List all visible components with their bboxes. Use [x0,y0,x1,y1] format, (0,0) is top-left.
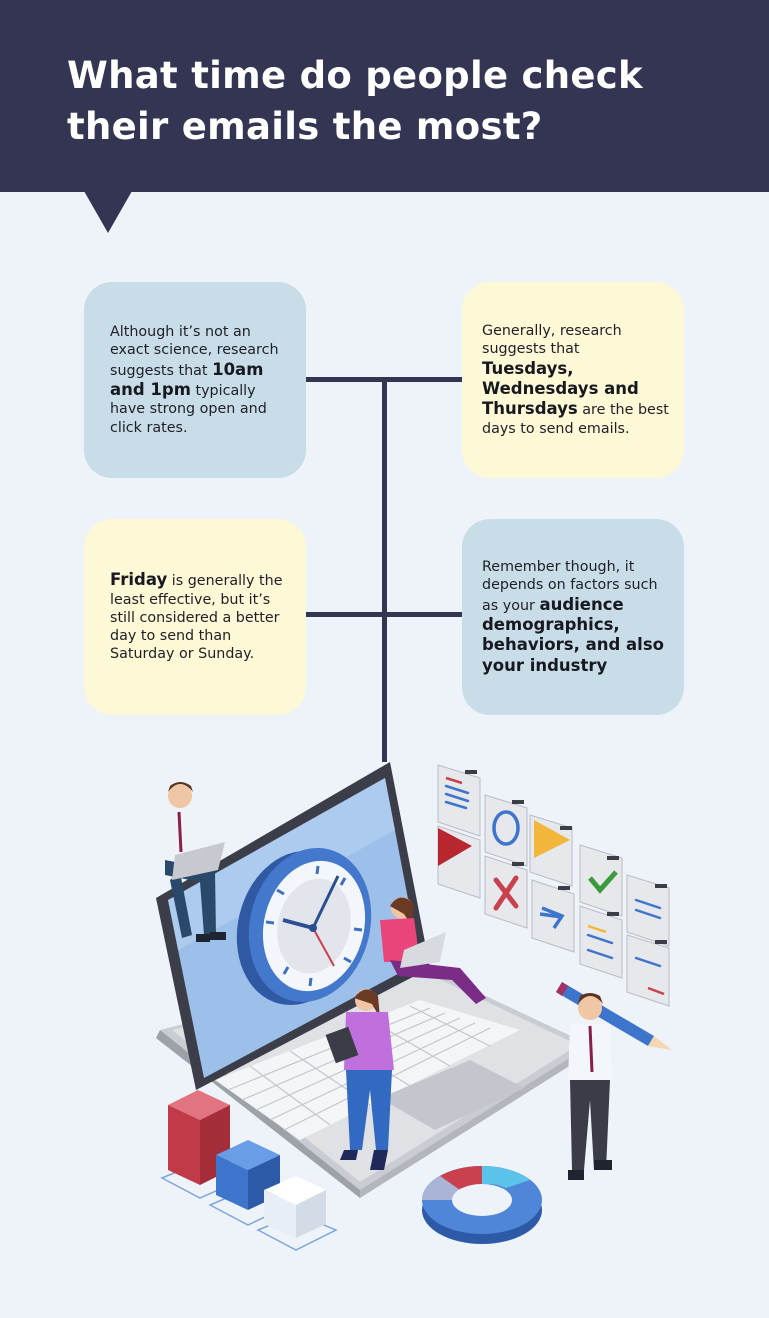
tip-text: Remember though, it depends on factors s… [482,558,670,676]
tip-text-bold: audience demographics, behaviors, and al… [482,594,664,675]
donut-chart-icon [422,1166,542,1244]
person-man-standing [568,993,612,1180]
connector-top [306,377,462,382]
bar-blocks-icon [160,1090,338,1251]
email-tiles-icon [437,764,670,1007]
person-woman-standing [325,989,394,1170]
tip-text-bold: Friday [110,570,168,590]
tip-card-times: Although it’s not an exact science, rese… [84,282,306,478]
tip-text-bold: Tuesdays, Wednesdays and Thursdays [482,358,639,419]
clock-icon [236,847,372,1006]
tip-text: Generally, research suggests that Tuesda… [482,322,674,438]
tip-text-post: are the best days to send emails. [482,402,669,437]
email-timing-illustration [156,762,672,1251]
tip-card-factors: Remember though, it depends on factors s… [462,519,684,715]
tip-text-post: typically have strong open and click rat… [110,383,267,436]
tip-text-post: is generally the least effective, but it… [110,573,283,663]
tip-text-pre: Remember though, it depends on factors s… [482,559,658,614]
header-banner: What time do people check their emails t… [0,0,769,192]
tip-text: Although it’s not an exact science, rese… [110,323,288,437]
person-woman-laptop [380,897,486,1004]
tip-text-bold: 10am and 1pm [110,359,264,399]
header-pointer [84,191,132,233]
tip-text-pre: Generally, research suggests that [482,323,622,358]
tip-card-best-days: Generally, research suggests that Tuesda… [462,282,684,478]
connector-vertical [382,378,387,762]
tip-text: Friday is generally the least effective,… [110,570,290,663]
page-title: What time do people check their emails t… [67,54,643,148]
tip-card-friday: Friday is generally the least effective,… [84,519,306,715]
person-sitting-laptop [160,782,226,942]
tip-text-pre: Although it’s not an exact science, rese… [110,324,279,379]
connector-bottom [306,612,462,617]
